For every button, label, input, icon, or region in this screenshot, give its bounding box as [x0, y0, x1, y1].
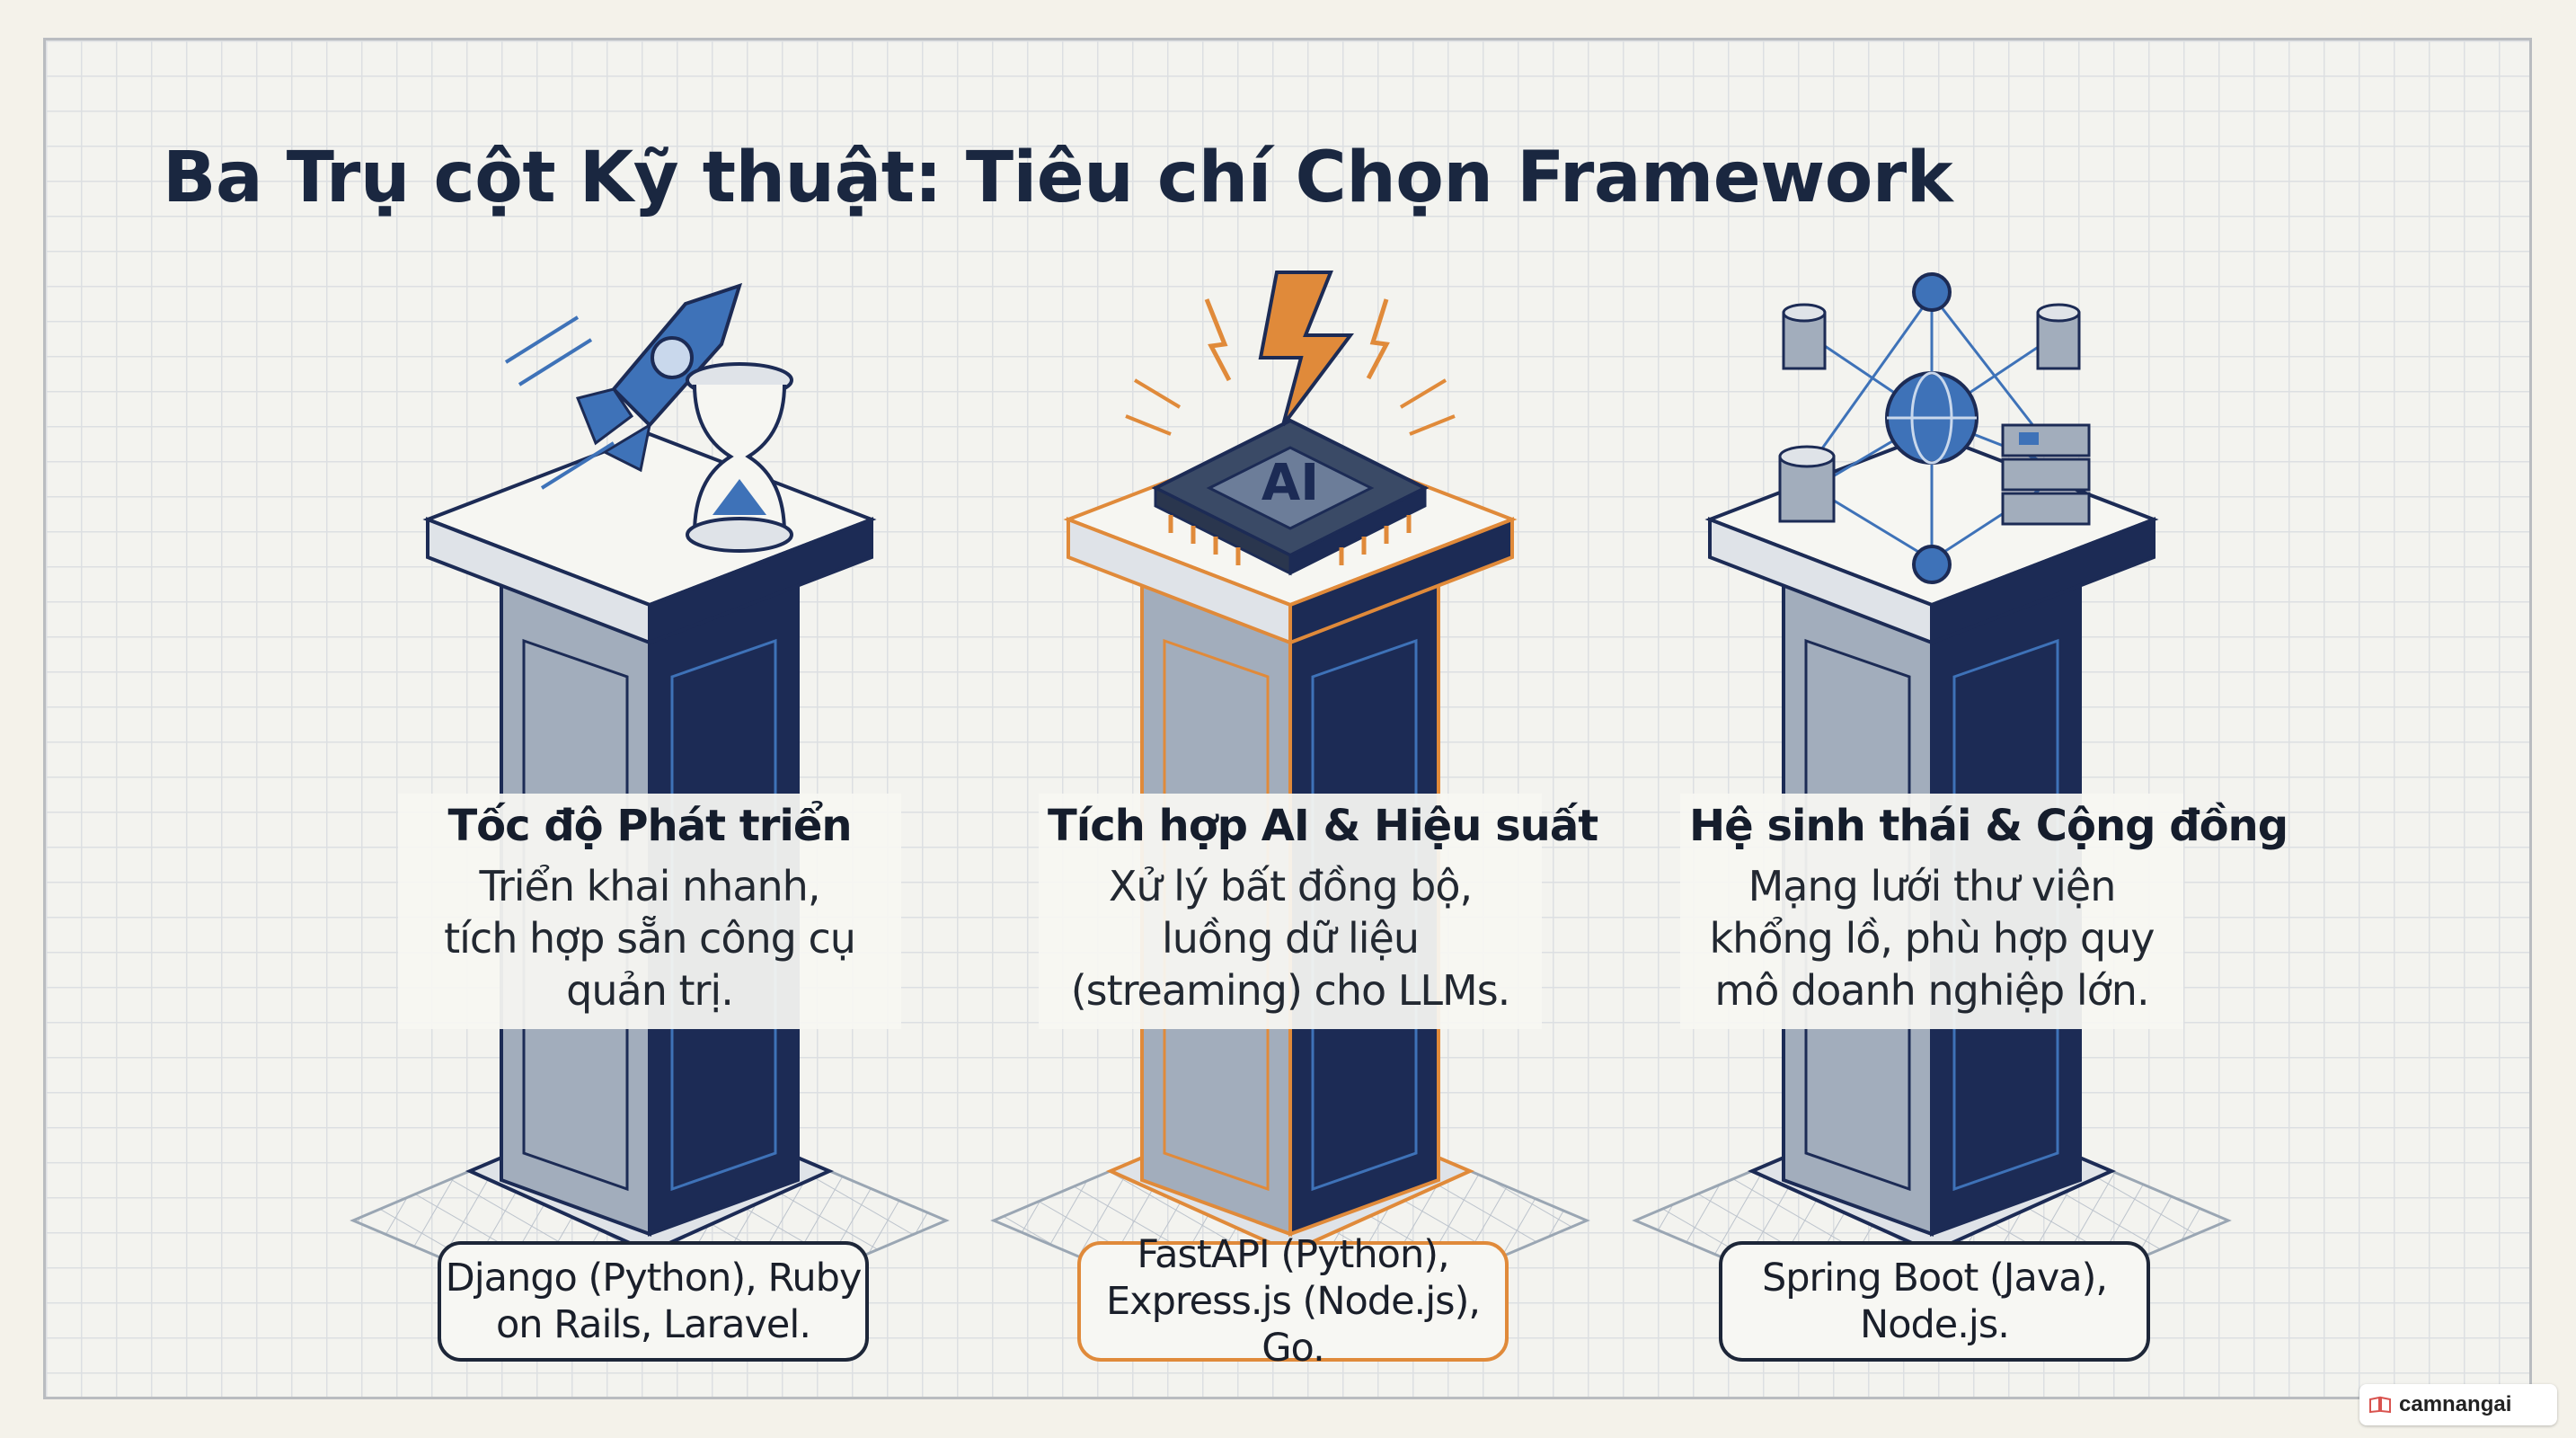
pillar-1-title: Tốc độ Phát triển: [447, 801, 852, 851]
pillar-cap-right: [1288, 517, 1514, 645]
server-icon: [2001, 423, 2091, 526]
book-icon: [2369, 1396, 2391, 1414]
database-icon: [1778, 303, 2081, 523]
pillar-cap-right: [1930, 517, 2156, 645]
chip-label: AI: [1261, 454, 1319, 512]
pillar-1-frameworks: Django (Python), Ruby on Rails, Laravel.: [438, 1241, 869, 1362]
pillars-illustration: AI: [350, 271, 2232, 1348]
hourglass-icon: [686, 362, 793, 553]
lightning-icon: [1125, 271, 1456, 436]
pillar-3-title: Hệ sinh thái & Cộng đồng: [1689, 801, 2288, 851]
pillar-3-caption: Hệ sinh thái & Cộng đồng Mạng lưới thư v…: [1680, 794, 2288, 1029]
ai-chip-icon: AI: [1151, 418, 1430, 576]
pillar-1-description: Triển khai nhanh, tích hợp sẵn công cụ q…: [444, 862, 856, 1015]
pillar-cap-right: [648, 517, 873, 645]
network-globe-icon: [1811, 272, 2049, 584]
slide-frame: Ba Trụ cột Kỹ thuật: Tiêu chí Chọn Frame…: [43, 38, 2532, 1399]
pillar-2-frameworks: FastAPI (Python), Express.js (Node.js), …: [1077, 1232, 1509, 1371]
rocket-icon: [504, 282, 743, 490]
pillar-2-caption: Tích hợp AI & Hiệu suất Xử lý bất đồng b…: [1039, 794, 1598, 1029]
brand-badge[interactable]: camnangai: [2359, 1384, 2557, 1425]
pillar-1-caption: Tốc độ Phát triển Triển khai nhanh, tích…: [398, 794, 901, 1029]
pillar-2-description: Xử lý bất đồng bộ, luồng dữ liệu (stream…: [1070, 862, 1511, 1015]
page-title: Ba Trụ cột Kỹ thuật: Tiêu chí Chọn Frame…: [163, 138, 1953, 218]
pillar-3-description: Mạng lưới thư viện khổng lồ, phù hợp quy…: [1709, 862, 2156, 1015]
pillar-2-title: Tích hợp AI & Hiệu suất: [1048, 801, 1598, 851]
pillar-3-frameworks: Spring Boot (Java), Node.js.: [1719, 1241, 2150, 1362]
brand-name: camnangai: [2399, 1392, 2512, 1416]
